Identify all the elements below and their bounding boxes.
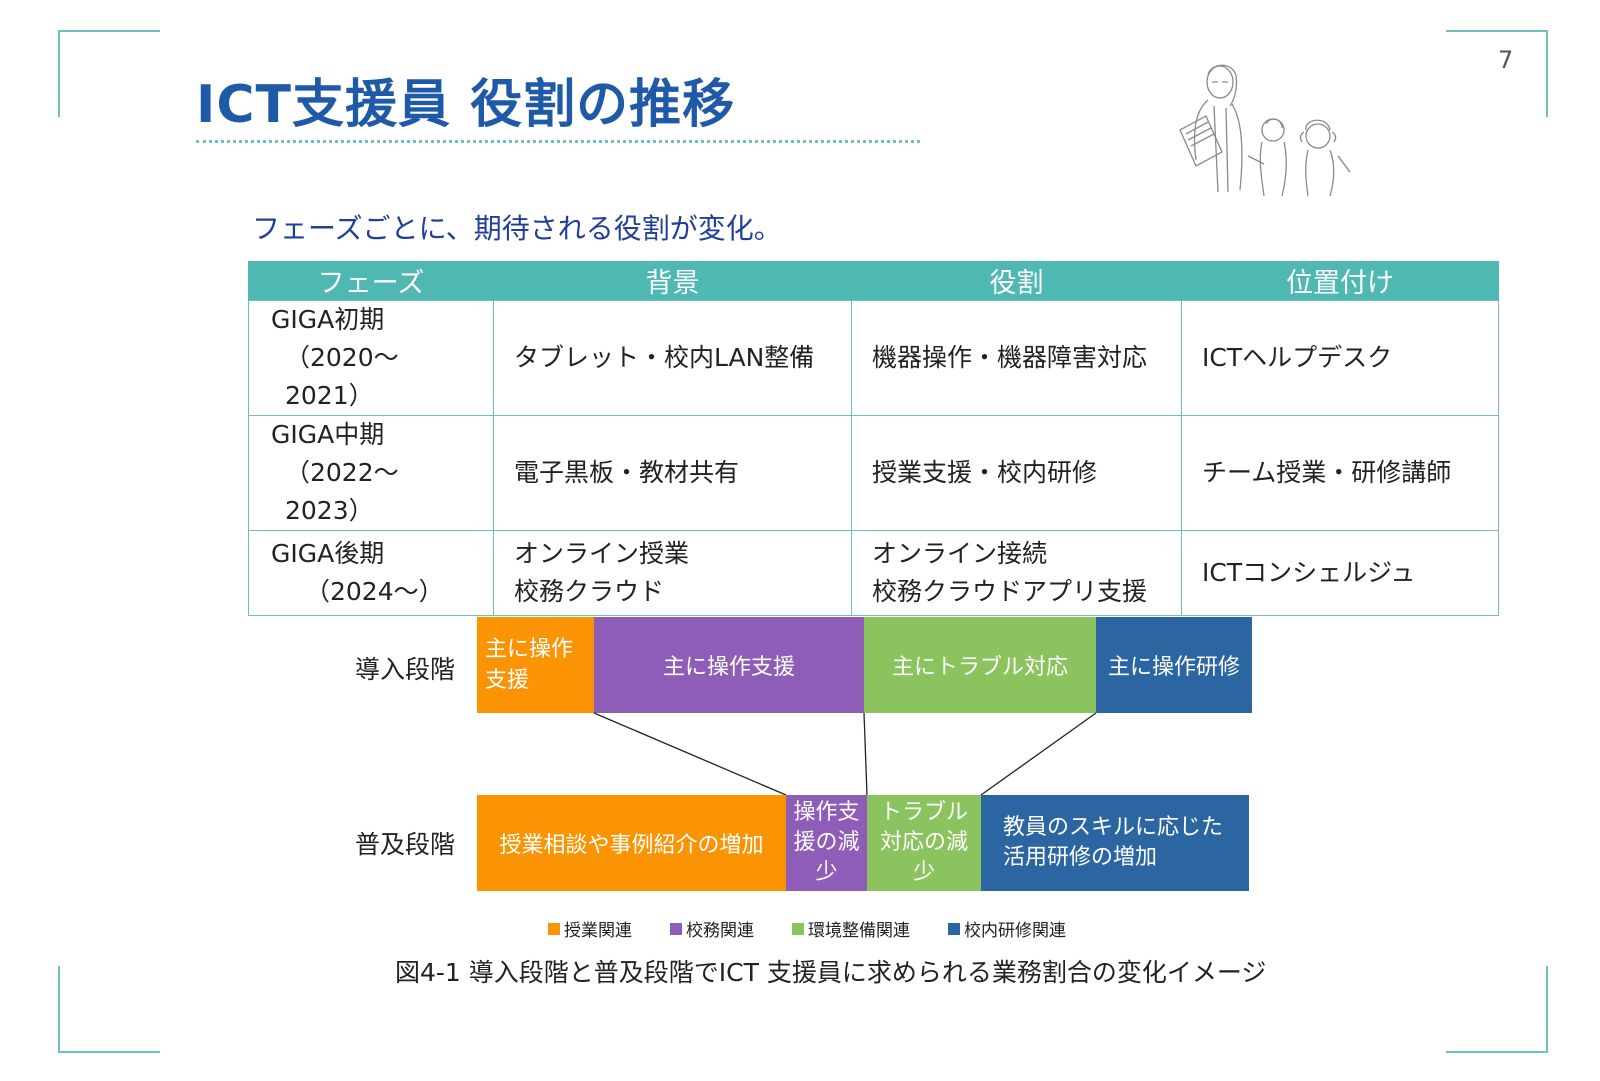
header-role: 役割 [851, 261, 1182, 301]
spread-segment-lessons: 授業相談や事例紹介の増加 [477, 795, 786, 891]
segment-text: 主にトラブル対応 [891, 655, 1068, 680]
background-text: 電子黒板・教材共有 [514, 458, 740, 487]
segment-text: 主に操作 [485, 637, 574, 662]
role-transition-table: フェーズ 背景 役割 位置付け GIGA初期 （2020〜2021） タブレット・… [248, 261, 1499, 616]
teacher-children-illustration-icon [1179, 64, 1351, 197]
segment-text: 主に操作支援 [662, 655, 795, 680]
header-background: 背景 [493, 261, 852, 301]
legend-label: 校務関連 [686, 921, 754, 941]
legend-item: 授業関連 [548, 916, 632, 941]
table-row: GIGA初期 （2020〜2021） タブレット・校内LAN整備 機器操作・機器障… [248, 300, 1499, 416]
figure-caption: 図4-1 導入段階と普及段階でICT 支援員に求められる業務割合の変化イメージ [395, 958, 1267, 987]
subtitle: フェーズごとに、期待される役割が変化。 [252, 212, 782, 245]
phase-years: （2022〜2023） [285, 458, 399, 525]
position-cell: ICTコンシェルジュ [1181, 530, 1499, 616]
phase-cell: GIGA中期 （2022〜2023） [248, 415, 494, 531]
background-cell: タブレット・校内LAN整備 [493, 300, 852, 416]
table-row: GIGA中期 （2022〜2023） 電子黒板・教材共有 授業支援・校内研修 チー… [248, 415, 1499, 531]
background-text: オンライン授業 [514, 539, 690, 568]
page-title: ICT支援員 役割の推移 [196, 75, 736, 135]
position-cell: ICTヘルプデスク [1181, 300, 1499, 416]
legend-swatch-purple [670, 922, 682, 935]
role-cell: 機器操作・機器障害対応 [851, 300, 1182, 416]
legend-swatch-green [792, 922, 804, 935]
stage-label-spread: 普及段階 [355, 830, 456, 859]
page-number: 7 [1498, 46, 1514, 74]
role-cell: オンライン接続校務クラウドアプリ支援 [851, 530, 1182, 616]
phase-name: GIGA中期 [271, 420, 385, 449]
segment-text: 授業相談や事例紹介の増加 [499, 833, 764, 858]
legend-swatch-orange [548, 922, 560, 935]
frame-corner-top-left [58, 30, 160, 117]
phase-years: （2024〜） [305, 577, 444, 606]
background-cell: 電子黒板・教材共有 [493, 415, 852, 531]
segment-text: 援の減 [793, 830, 860, 855]
intro-segment-environment: 主にトラブル対応 [864, 617, 1096, 713]
segment-text: 活用研修の増加 [1003, 845, 1158, 870]
frame-corner-top-right [1446, 30, 1548, 117]
role-text: 校務クラウドアプリ支援 [872, 577, 1148, 606]
segment-text: 主に操作研修 [1107, 655, 1240, 680]
role-text: オンライン接続 [872, 539, 1048, 568]
intro-segment-school-affairs: 主に操作支援 [594, 617, 864, 713]
segment-text: 教員のスキルに応じた [1003, 815, 1224, 840]
position-cell: チーム授業・研修講師 [1181, 415, 1499, 531]
title-underline [196, 140, 920, 143]
frame-corner-bottom-right [1446, 966, 1548, 1053]
phase-cell: GIGA初期 （2020〜2021） [248, 300, 494, 416]
table-row: GIGA後期 （2024〜） オンライン授業校務クラウド オンライン接続校務クラウ… [248, 530, 1499, 616]
legend-label: 環境整備関連 [808, 921, 910, 941]
role-text: 機器操作・機器障害対応 [872, 343, 1148, 372]
table-header-row: フェーズ 背景 役割 位置付け [248, 261, 1499, 301]
header-position: 位置付け [1181, 261, 1499, 301]
legend-item: 環境整備関連 [792, 916, 910, 941]
legend-item: 校務関連 [670, 916, 754, 941]
background-text: タブレット・校内LAN整備 [514, 343, 815, 372]
role-cell: 授業支援・校内研修 [851, 415, 1182, 531]
intro-segment-training: 主に操作研修 [1096, 617, 1252, 713]
spread-segment-training: 教員のスキルに応じた活用研修の増加 [981, 795, 1249, 891]
phase-years: （2020〜2021） [285, 343, 399, 410]
legend-item: 校内研修関連 [948, 916, 1066, 941]
diagram-legend: 授業関連 校務関連 環境整備関連 校内研修関連 [548, 916, 1104, 941]
spread-segment-school-affairs: 操作支援の減少 [786, 795, 867, 891]
phase-name: GIGA初期 [271, 305, 385, 334]
background-text: 校務クラウド [514, 577, 665, 606]
segment-text: トラブル [879, 800, 968, 825]
frame-corner-bottom-left [58, 966, 160, 1053]
legend-label: 校内研修関連 [964, 921, 1066, 941]
intro-segment-lessons: 主に操作支援 [477, 617, 594, 713]
segment-text: 支援 [485, 668, 530, 693]
legend-label: 授業関連 [564, 921, 632, 941]
header-phase: フェーズ [248, 261, 494, 301]
spread-segment-environment: トラブル対応の減少 [867, 795, 981, 891]
segment-text: 少 [815, 860, 838, 885]
role-text: 授業支援・校内研修 [872, 458, 1098, 487]
segment-text: 対応の減 [879, 830, 968, 855]
phase-cell: GIGA後期 （2024〜） [248, 530, 494, 616]
legend-swatch-blue [948, 922, 960, 935]
phase-name: GIGA後期 [271, 539, 385, 568]
background-cell: オンライン授業校務クラウド [493, 530, 852, 616]
segment-text: 少 [912, 860, 935, 885]
segment-text: 操作支 [793, 800, 860, 825]
stage-label-intro: 導入段階 [355, 655, 456, 684]
